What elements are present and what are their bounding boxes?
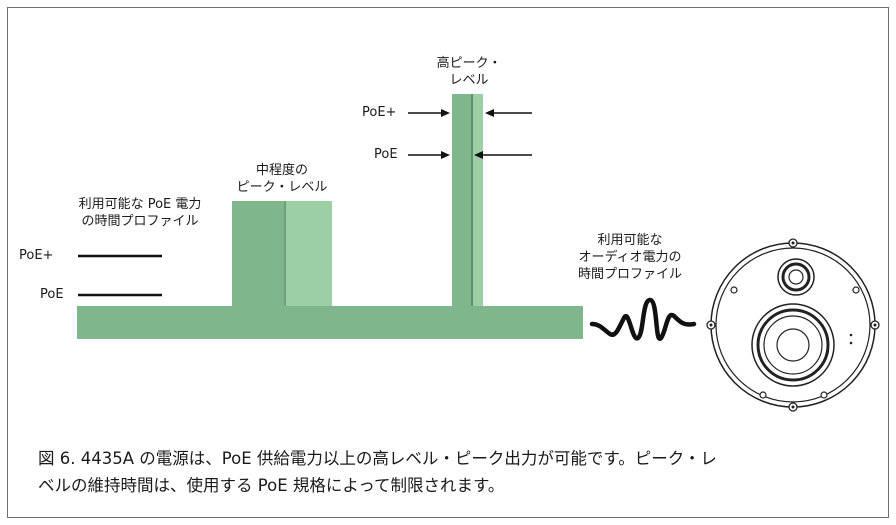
audio-profile-line2: オーディオ電力の <box>578 250 682 265</box>
audio-profile-line3: 時間プロファイル <box>577 267 682 282</box>
audio-profile-label: 利用可能な オーディオ電力の 時間プロファイル <box>564 232 696 283</box>
available-poe-profile-line1: 利用可能な PoE 電力 <box>78 197 202 212</box>
high-peak-line2: レベル <box>449 73 489 88</box>
medium-peak-block <box>232 201 284 306</box>
poe-level-label: PoE <box>40 287 64 302</box>
high-peak-line1: 高ピーク・ <box>436 56 502 71</box>
medium-peak-line2: ピーク・レベル <box>236 180 328 195</box>
poe-plus-level-label: PoE+ <box>19 248 54 263</box>
caption-line2: ベルの維持時間は、使用する PoE 規格によって制限されます。 <box>38 476 505 495</box>
available-poe-profile-label: 利用可能な PoE 電力 の時間プロファイル <box>54 196 226 230</box>
figure-caption: 図 6. 4435A の電源は、PoE 供給電力以上の高レベル・ピーク出力が可能… <box>38 445 858 499</box>
medium-peak-label: 中程度の ピーク・レベル <box>231 162 333 196</box>
speaker-icon <box>706 238 880 412</box>
caption-line1: 図 6. 4435A の電源は、PoE 供給電力以上の高レベル・ピーク出力が可能… <box>38 449 717 468</box>
poe-left-arrow <box>408 151 450 159</box>
poe-right-arrow <box>474 151 532 159</box>
figure-frame <box>7 7 889 518</box>
poe-plus-right-arrow <box>485 109 532 117</box>
audio-profile-line1: 利用可能な <box>597 233 663 248</box>
medium-peak-block-light <box>286 201 332 306</box>
base-power-bar <box>77 306 583 339</box>
high-peak-block-light <box>473 94 483 306</box>
high-peak-poe-plus-label: PoE+ <box>362 105 397 120</box>
high-peak-label: 高ピーク・ レベル <box>427 55 511 89</box>
medium-peak-line1: 中程度の <box>255 163 308 178</box>
poe-plus-left-arrow <box>408 109 450 117</box>
available-poe-profile-line2: の時間プロファイル <box>81 214 199 229</box>
audio-waveform <box>589 297 697 341</box>
high-peak-block <box>452 94 471 306</box>
high-peak-poe-label: PoE <box>374 147 398 162</box>
